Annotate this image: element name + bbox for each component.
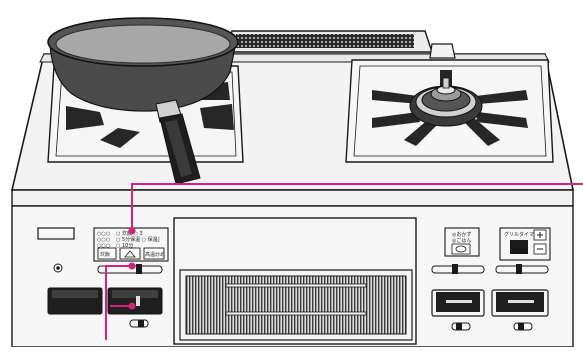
grill-drawer[interactable] — [174, 218, 416, 344]
right-slider-1[interactable] — [432, 264, 484, 274]
grill-menu-button[interactable] — [452, 244, 470, 254]
back-knob[interactable] — [430, 44, 455, 58]
dish-label-rice: ◎ごはん — [452, 237, 471, 244]
left-knob-1[interactable] — [48, 288, 102, 314]
right-knob-2[interactable] — [492, 290, 548, 316]
dish-label-side: ◎おかず — [452, 231, 471, 238]
right-slider-2[interactable] — [496, 264, 548, 274]
right-knob-1[interactable] — [432, 290, 484, 316]
mode-button[interactable] — [120, 248, 140, 259]
high-temp-fry-label: 高温炒め — [145, 251, 165, 258]
front-panel — [12, 190, 573, 206]
brand-plate — [38, 228, 74, 239]
plus-icon[interactable] — [534, 230, 546, 240]
left-knob-2[interactable] — [108, 288, 162, 314]
cook-rice-label: 炊飯 — [100, 251, 110, 258]
high-temp-fry-button[interactable]: 高温炒め — [144, 248, 165, 259]
cook-rice-button[interactable]: 炊飯 — [98, 248, 116, 259]
timer-display — [510, 240, 528, 254]
minus-icon[interactable] — [534, 244, 546, 254]
back-vent — [226, 31, 432, 52]
mode-line-2: ○ 5分保温 ○ 保温] — [116, 236, 160, 243]
power-indicator-icon — [54, 264, 62, 272]
right-burner — [346, 60, 553, 162]
